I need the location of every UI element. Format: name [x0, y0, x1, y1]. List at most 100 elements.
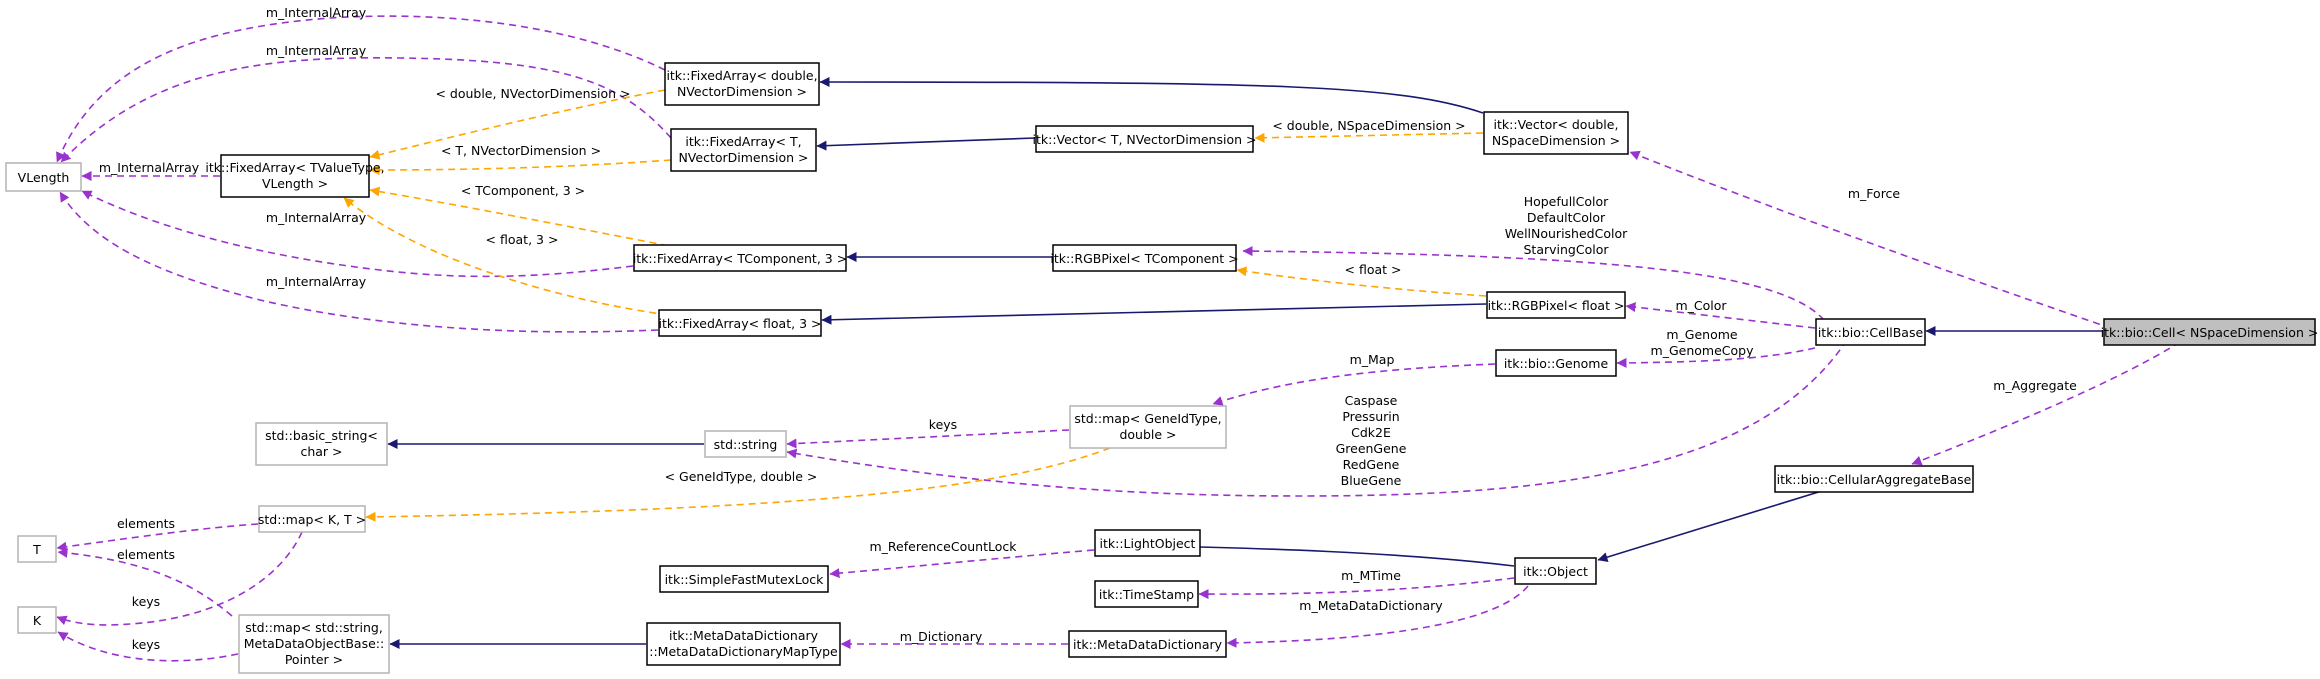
label-m-internalarray-3: m_InternalArray	[99, 160, 200, 175]
label-m-color: m_Color	[1675, 298, 1727, 313]
node-k[interactable]: K	[17, 606, 57, 634]
node-vector-t-nvectordimension[interactable]: itk::Vector< T, NVectorDimension >	[1033, 125, 1257, 153]
label-keys-k-1: keys	[132, 594, 160, 609]
edge-internalarray-fa-float	[59, 191, 659, 333]
label-m-internalarray-2: m_InternalArray	[266, 43, 367, 58]
edge-m-genome	[1616, 347, 1816, 368]
label-color-4: StarvingColor	[1524, 242, 1610, 257]
edge-colors	[1242, 246, 1825, 321]
node-map-geneidtype-double[interactable]: std::map< GeneIdType, double >	[1069, 405, 1227, 449]
node-rgbpixel-tcomponent[interactable]: itk::RGBPixel< TComponent >	[1050, 244, 1239, 272]
svg-text:itk::bio::CellularAggregateBas: itk::bio::CellularAggregateBase	[1777, 472, 1972, 487]
edge-internalarray-fa-tcomponent	[81, 190, 634, 278]
node-fixedarray-t-nvectordimension[interactable]: itk::FixedArray< T, NVectorDimension >	[670, 128, 817, 172]
edge-m-color	[1625, 302, 1816, 329]
svg-text:itk::FixedArray< TValueType,: itk::FixedArray< TValueType,	[205, 160, 384, 175]
edge-m-force	[1629, 150, 2146, 341]
svg-text:::MetaDataDictionaryMapType: ::MetaDataDictionaryMapType	[649, 644, 838, 659]
node-fixedarray-tvaluetype-vlength[interactable]: itk::FixedArray< TValueType, VLength >	[205, 154, 385, 198]
node-object[interactable]: itk::Object	[1514, 557, 1597, 585]
edge-internalarray-fa-double	[56, 15, 666, 163]
edge-genes-to-string	[786, 339, 1848, 497]
label-m-metadatadictionary: m_MetaDataDictionary	[1299, 598, 1443, 613]
label-tmpl-geneid-double: < GeneIdType, double >	[665, 469, 818, 484]
svg-text:NVectorDimension >: NVectorDimension >	[678, 150, 808, 165]
label-gene-5: RedGene	[1343, 457, 1400, 472]
node-vlength[interactable]: VLength	[5, 162, 82, 192]
node-cellularaggregatebase[interactable]: itk::bio::CellularAggregateBase	[1774, 465, 1974, 493]
label-m-internalarray-5: m_InternalArray	[266, 274, 367, 289]
svg-text:itk::bio::CellBase: itk::bio::CellBase	[1818, 325, 1924, 340]
node-t[interactable]: T	[17, 535, 57, 563]
svg-text:itk::LightObject: itk::LightObject	[1100, 536, 1196, 551]
node-vector-double-nspacedimension[interactable]: itk::Vector< double, NSpaceDimension >	[1483, 111, 1629, 155]
edge-m-referencecountlock	[829, 549, 1095, 579]
label-elements-2: elements	[117, 547, 175, 562]
label-m-internalarray-4: m_InternalArray	[266, 210, 367, 225]
node-metadatadictionarymaptype[interactable]: itk::MetaDataDictionary ::MetaDataDictio…	[646, 622, 841, 666]
label-gene-2: Pressurin	[1342, 409, 1399, 424]
label-m-aggregate: m_Aggregate	[1993, 378, 2077, 393]
svg-text:VLength >: VLength >	[262, 176, 328, 191]
edge-tmpl-float	[1236, 266, 1487, 297]
label-tmpl-float3: < float, 3 >	[486, 232, 559, 247]
label-m-referencecountlock: m_ReferenceCountLock	[870, 539, 1018, 554]
svg-text:itk::FixedArray< T,: itk::FixedArray< T,	[685, 134, 801, 149]
node-lightobject[interactable]: itk::LightObject	[1094, 529, 1201, 557]
svg-text:K: K	[33, 613, 42, 628]
label-keys-map: keys	[929, 417, 957, 432]
svg-text:double >: double >	[1119, 427, 1176, 442]
edge-object-to-lightobject	[1159, 541, 1515, 567]
label-gene-1: Caspase	[1345, 393, 1398, 408]
svg-text:std::string: std::string	[714, 437, 778, 452]
svg-text:std::map< std::string,: std::map< std::string,	[245, 620, 383, 635]
svg-text:itk::RGBPixel< TComponent >: itk::RGBPixel< TComponent >	[1050, 251, 1238, 266]
node-map-k-t[interactable]: std::map< K, T >	[258, 505, 366, 533]
svg-text:itk::RGBPixel< float >: itk::RGBPixel< float >	[1488, 298, 1625, 313]
svg-text:NSpaceDimension >: NSpaceDimension >	[1492, 133, 1620, 148]
node-cellbase[interactable]: itk::bio::CellBase	[1815, 318, 1926, 346]
label-gene-6: BlueGene	[1341, 473, 1402, 488]
edge-tmpl-tcomponent3	[369, 186, 681, 249]
node-map-string-metadataobjectbase[interactable]: std::map< std::string, MetaDataObjectBas…	[238, 614, 390, 674]
label-tmpl-float: < float >	[1345, 262, 1402, 277]
label-m-mtime: m_MTime	[1341, 568, 1401, 583]
svg-text:itk::Vector< double,: itk::Vector< double,	[1494, 117, 1619, 132]
node-fixedarray-tcomponent-3[interactable]: itk::FixedArray< TComponent, 3 >	[633, 244, 847, 272]
node-timestamp[interactable]: itk::TimeStamp	[1094, 580, 1199, 608]
label-m-genome-2: m_GenomeCopy	[1651, 343, 1755, 358]
node-cell-nspacedimension[interactable]: itk::bio::Cell< NSpaceDimension >	[2101, 318, 2319, 346]
edge-keys-map-k-t	[56, 531, 303, 626]
edge-keys-map-to-string	[786, 429, 1070, 449]
node-fixedarray-float-3[interactable]: itk::FixedArray< float, 3 >	[658, 309, 822, 337]
edge-rgbpixel-float-to-fixedarray-float	[821, 303, 1487, 325]
svg-text:itk::SimpleFastMutexLock: itk::SimpleFastMutexLock	[665, 572, 825, 587]
svg-text:VLength: VLength	[18, 170, 70, 185]
node-fixedarray-double-nvectordimension[interactable]: itk::FixedArray< double, NVectorDimensio…	[664, 62, 820, 106]
edge-elements-map-string	[57, 547, 233, 617]
label-elements-1: elements	[117, 516, 175, 531]
node-genome[interactable]: itk::bio::Genome	[1495, 349, 1617, 377]
edge-tmpl-double-nvec	[369, 89, 666, 160]
edge-tmpl-double-nspace	[1254, 132, 1484, 143]
edge-m-map	[1212, 363, 1496, 406]
edge-tmpl-geneid-double	[365, 447, 1111, 522]
label-m-internalarray-1: m_InternalArray	[266, 5, 367, 20]
svg-text:char >: char >	[300, 444, 342, 459]
label-m-map: m_Map	[1350, 352, 1395, 367]
label-gene-3: Cdk2E	[1351, 425, 1391, 440]
svg-text:T: T	[32, 542, 41, 557]
svg-text:itk::FixedArray< TComponent, 3: itk::FixedArray< TComponent, 3 >	[633, 251, 847, 266]
label-color-3: WellNourishedColor	[1505, 226, 1628, 241]
svg-text:std::map< GeneIdType,: std::map< GeneIdType,	[1074, 411, 1221, 426]
node-std-string[interactable]: std::string	[704, 430, 787, 458]
edge-cellularaggregatebase-to-object	[1597, 489, 1826, 562]
edge-vector-t-to-fixedarray-t	[816, 137, 1036, 151]
svg-text:itk::Vector< T, NVectorDimensi: itk::Vector< T, NVectorDimension >	[1033, 132, 1257, 147]
node-basic-string-char[interactable]: std::basic_string< char >	[255, 422, 388, 466]
node-rgbpixel-float[interactable]: itk::RGBPixel< float >	[1486, 291, 1626, 319]
node-simplefastmutexlock[interactable]: itk::SimpleFastMutexLock	[659, 565, 829, 593]
label-tmpl-tcomponent3: < TComponent, 3 >	[461, 183, 585, 198]
node-metadatadictionary[interactable]: itk::MetaDataDictionary	[1068, 630, 1227, 658]
